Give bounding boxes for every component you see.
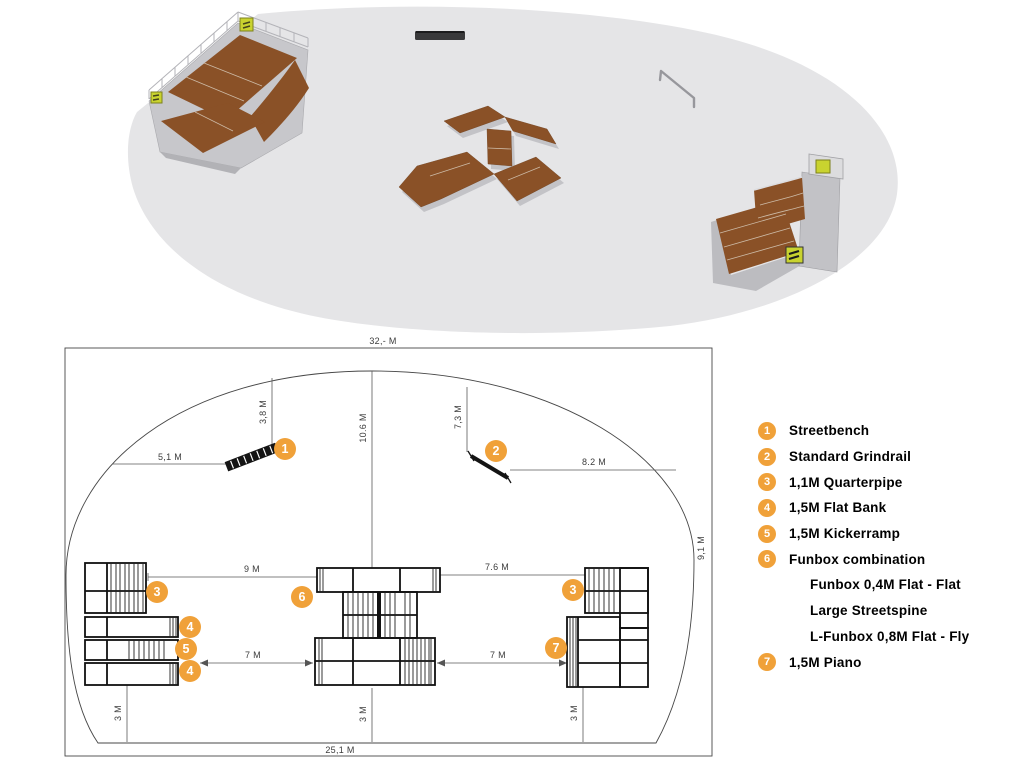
warning-sign (815, 159, 831, 174)
legend-label: Streetbench (789, 423, 870, 439)
dim-width-bottom: 25,1 M (325, 745, 354, 755)
quarterpipe-face (250, 60, 309, 142)
dim-width-top: 32,- M (369, 336, 396, 346)
dim-gap-76: 7.6 M (485, 562, 509, 572)
legend-badge-7: 7 (758, 653, 776, 672)
legend-label: 1,5M Flat Bank (789, 500, 887, 516)
left-complex-plan (84, 562, 179, 686)
dim-height-center: 10.6 M (358, 413, 368, 442)
legend-badge-4: 4 (758, 498, 776, 517)
plan-outer-frame (64, 347, 713, 757)
legend-label: 1,5M Kickerramp (789, 526, 901, 542)
dim-margin-right: 3 M (569, 705, 579, 721)
legend-label: L-Funbox 0,8M Flat - Fly (810, 628, 970, 644)
dim-bench-x: 5,1 M (158, 452, 182, 462)
fence (148, 11, 309, 100)
legend-item-flatbank: 4 1,5M Flat Bank (758, 498, 969, 517)
streetbench-plan (224, 442, 279, 472)
dim-rail-y: 7,3 M (453, 405, 463, 429)
funbox-bank (493, 156, 562, 202)
legend-subitem-funbox-flat: Funbox 0,4M Flat - Flat (758, 577, 969, 592)
legend-badge-6: 6 (758, 550, 776, 569)
plan-marker-quarterpipe-right: 3 (562, 579, 584, 601)
legend: 1 Streetbench 2 Standard Grindrail 3 1,1… (758, 418, 969, 675)
dim-gap-7r: 7 M (490, 650, 506, 660)
plan-marker-flatbank-bottom: 4 (179, 660, 201, 682)
legend-label: Funbox combination (789, 551, 926, 567)
legend-subitem-streetspine: Large Streetspine (758, 603, 969, 618)
plan-marker-piano: 7 (545, 637, 567, 659)
dim-height-right: 9,1 M (696, 536, 706, 560)
dim-margin-left: 3 M (113, 705, 123, 721)
plan-view: 32,- M 5,1 M 3,8 M 10.6 M 7,3 M 8.2 M 9 … (64, 336, 713, 757)
funbox-combination-3d (398, 105, 564, 212)
legend-badge-3: 3 (758, 473, 776, 492)
grindrail-3d (658, 69, 696, 109)
legend-subitem-lfunbox: L-Funbox 0,8M Flat - Fly (758, 629, 969, 644)
render-3d-view (127, 6, 898, 334)
legend-item-piano: 7 1,5M Piano (758, 653, 969, 672)
legend-label: Standard Grindrail (789, 449, 912, 465)
plan-marker-streetbench: 1 (274, 438, 296, 460)
legend-item-grindrail: 2 Standard Grindrail (758, 447, 969, 466)
dim-gap-7l: 7 M (245, 650, 261, 660)
plan-marker-grindrail: 2 (485, 440, 507, 462)
warning-sign (239, 17, 254, 32)
legend-label: 1,1M Quarterpipe (789, 474, 903, 490)
legend-label: Large Streetspine (810, 603, 928, 619)
left-ramp-complex-3d (148, 11, 309, 174)
legend-label: Funbox 0,4M Flat - Flat (810, 577, 961, 593)
plan-marker-flatbank-top: 4 (179, 616, 201, 638)
funbox-wing (504, 116, 557, 145)
streetbench-3d (415, 31, 465, 40)
legend-item-quarterpipe: 3 1,1M Quarterpipe (758, 473, 969, 492)
plan-marker-kickerramp: 5 (175, 638, 197, 660)
warning-sign (150, 91, 163, 104)
warning-sign (785, 246, 804, 264)
legend-item-kickerramp: 5 1,5M Kickerramp (758, 524, 969, 543)
dim-gap-9: 9 M (244, 564, 260, 574)
legend-badge-5: 5 (758, 524, 776, 543)
plan-marker-quarterpipe-left: 3 (146, 581, 168, 603)
dim-margin-center: 3 M (358, 706, 368, 722)
streetspine-deck (486, 128, 513, 167)
right-complex-plan (566, 567, 649, 688)
legend-item-funbox: 6 Funbox combination (758, 550, 969, 569)
dim-bench-y: 3,8 M (258, 400, 268, 424)
plan-marker-funbox: 6 (291, 586, 313, 608)
grindrail-plan (467, 450, 512, 484)
funbox-plan (314, 567, 441, 686)
quarterpipe-piano-3d (711, 153, 844, 291)
legend-badge-1: 1 (758, 421, 776, 440)
dimension-lines (88, 371, 712, 757)
dim-rail-x: 8.2 M (582, 457, 606, 467)
legend-item-streetbench: 1 Streetbench (758, 421, 969, 440)
legend-badge-2: 2 (758, 447, 776, 466)
lower-bank-face (161, 103, 265, 153)
legend-label: 1,5M Piano (789, 654, 862, 670)
bank-ramp-face (168, 35, 297, 120)
